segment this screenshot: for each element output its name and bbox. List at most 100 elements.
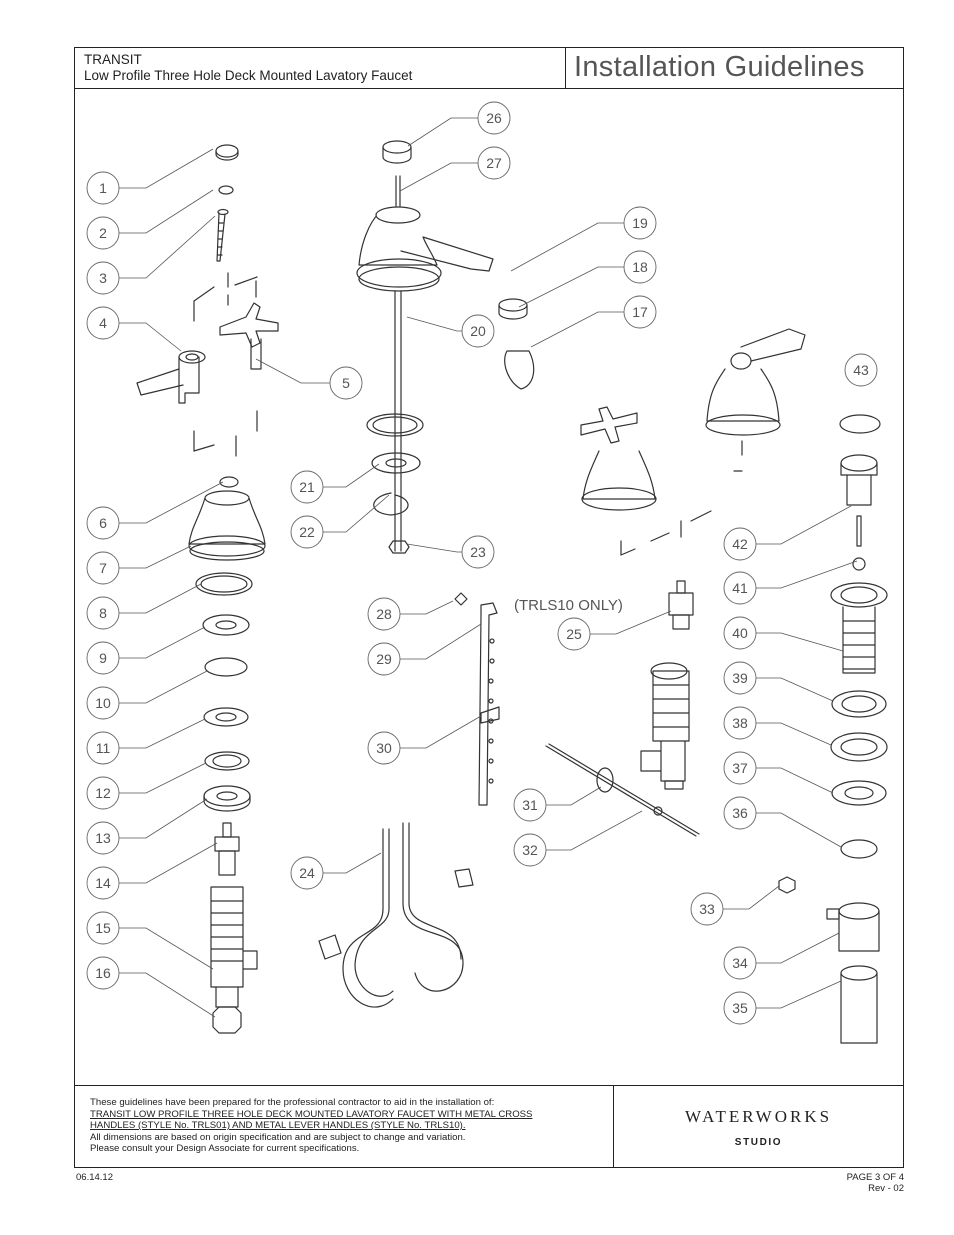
callout-label: 41 [732,580,748,596]
callout-32: 32 [513,833,547,867]
callout-11: 11 [86,731,120,765]
callout-label: 15 [95,920,111,936]
callout-leader-14 [119,842,218,884]
callout-label: 37 [732,760,748,776]
trls10-only-note: (TRLS10 ONLY) [514,597,623,614]
callout-label: 29 [376,651,392,667]
exploded-parts-diagram: 1234567891011121314151617181920212223242… [86,101,888,1044]
brand-sub: STUDIO [734,1137,783,1148]
callout-leader-27 [399,162,478,192]
page-title: Installation Guidelines [574,51,865,83]
valve-body-part [210,886,258,1034]
callout-leader-3 [119,215,216,279]
callout-17: 17 [623,295,657,329]
callout-8: 8 [86,596,120,630]
callout-33: 33 [690,892,724,926]
aerator-part [498,298,535,390]
callout-leader-42 [756,505,852,545]
callout-20: 20 [461,314,495,348]
tailpiece-part [826,902,880,1044]
header-title: Installation Guidelines [566,48,903,89]
callout-43: 43 [844,353,878,387]
cartridge-right [668,580,694,630]
callout-leader-15 [119,927,214,970]
callout-leader-40 [756,632,844,652]
callout-leader-9 [119,626,206,659]
callout-label: 25 [566,626,582,642]
callout-label: 6 [99,515,107,531]
callout-leader-28 [400,600,454,615]
callout-leader-30 [400,715,482,749]
callout-label: 5 [342,375,350,391]
callout-38: 38 [723,706,757,740]
footer-dimensions-note: All dimensions are based on origin speci… [90,1131,466,1143]
callout-label: 35 [732,1000,748,1016]
callout-41: 41 [723,571,757,605]
page-number: PAGE 3 OF 4 [846,1172,904,1183]
cap-part [215,144,239,161]
callout-label: 10 [95,695,111,711]
callout-label: 3 [99,270,107,286]
callout-leader-37 [756,767,834,794]
callout-label: 30 [376,740,392,756]
stopper-part [840,454,878,506]
cartridge-part [214,822,240,876]
callout-leader-23 [406,543,462,553]
callout-19: 19 [623,206,657,240]
callout-leader-39 [756,677,834,702]
screw-part [216,208,229,262]
callout-28: 28 [367,597,401,631]
doc-date: 06.14.12 [76,1172,113,1183]
callout-leader-5 [255,358,330,384]
callout-label: 32 [522,842,538,858]
callout-leader-17 [530,311,624,348]
callout-label: 26 [486,110,502,126]
brand-name: WATERWORKS [684,1107,833,1126]
callout-label: 14 [95,875,111,891]
brand-logo: WATERWORKS STUDIO [614,1086,903,1167]
callout-label: 22 [299,524,315,540]
callout-13: 13 [86,821,120,855]
product-name: TRANSIT [84,52,142,67]
callout-7: 7 [86,551,120,585]
callout-40: 40 [723,616,757,650]
callout-leader-35 [756,980,842,1009]
header-product: TRANSIT Low Profile Three Hole Deck Moun… [75,48,566,89]
callout-label: 33 [699,901,715,917]
footer-product-line1: TRANSIT LOW PROFILE THREE HOLE DECK MOUN… [90,1108,533,1120]
callout-leader-7 [119,545,192,569]
callout-15: 15 [86,911,120,945]
callout-leader-32 [546,810,643,851]
callout-4: 4 [86,306,120,340]
callout-5: 5 [329,366,363,400]
callout-label: 11 [96,740,111,756]
callout-30: 30 [367,731,401,765]
callout-label: 39 [732,670,748,686]
document-sheet: TRANSIT Low Profile Three Hole Deck Moun… [74,47,904,1168]
drain-gaskets [830,690,888,859]
callout-label: 38 [732,715,748,731]
callout-leader-29 [400,623,482,660]
callout-label: 2 [99,225,107,241]
callout-label: 40 [732,625,748,641]
callout-leader-25 [590,610,672,635]
callout-27: 27 [477,146,511,180]
callout-leader-36 [756,812,842,848]
callout-label: 18 [632,259,648,275]
callout-leader-31 [546,786,602,806]
callout-leader-13 [119,798,208,839]
callout-9: 9 [86,641,120,675]
callout-leader-34 [756,932,840,964]
callout-label: 9 [99,650,107,666]
callout-label: 28 [376,606,392,622]
escutcheon-part [188,490,266,561]
callout-leader-2 [119,189,214,234]
callout-label: 27 [486,155,502,171]
spout-body-part [356,206,494,552]
callout-18: 18 [623,250,657,284]
callout-label: 16 [95,965,111,981]
nut-33 [778,876,796,894]
callout-21: 21 [290,470,324,504]
pivot-part [852,515,866,571]
callout-leader-1 [119,148,214,189]
